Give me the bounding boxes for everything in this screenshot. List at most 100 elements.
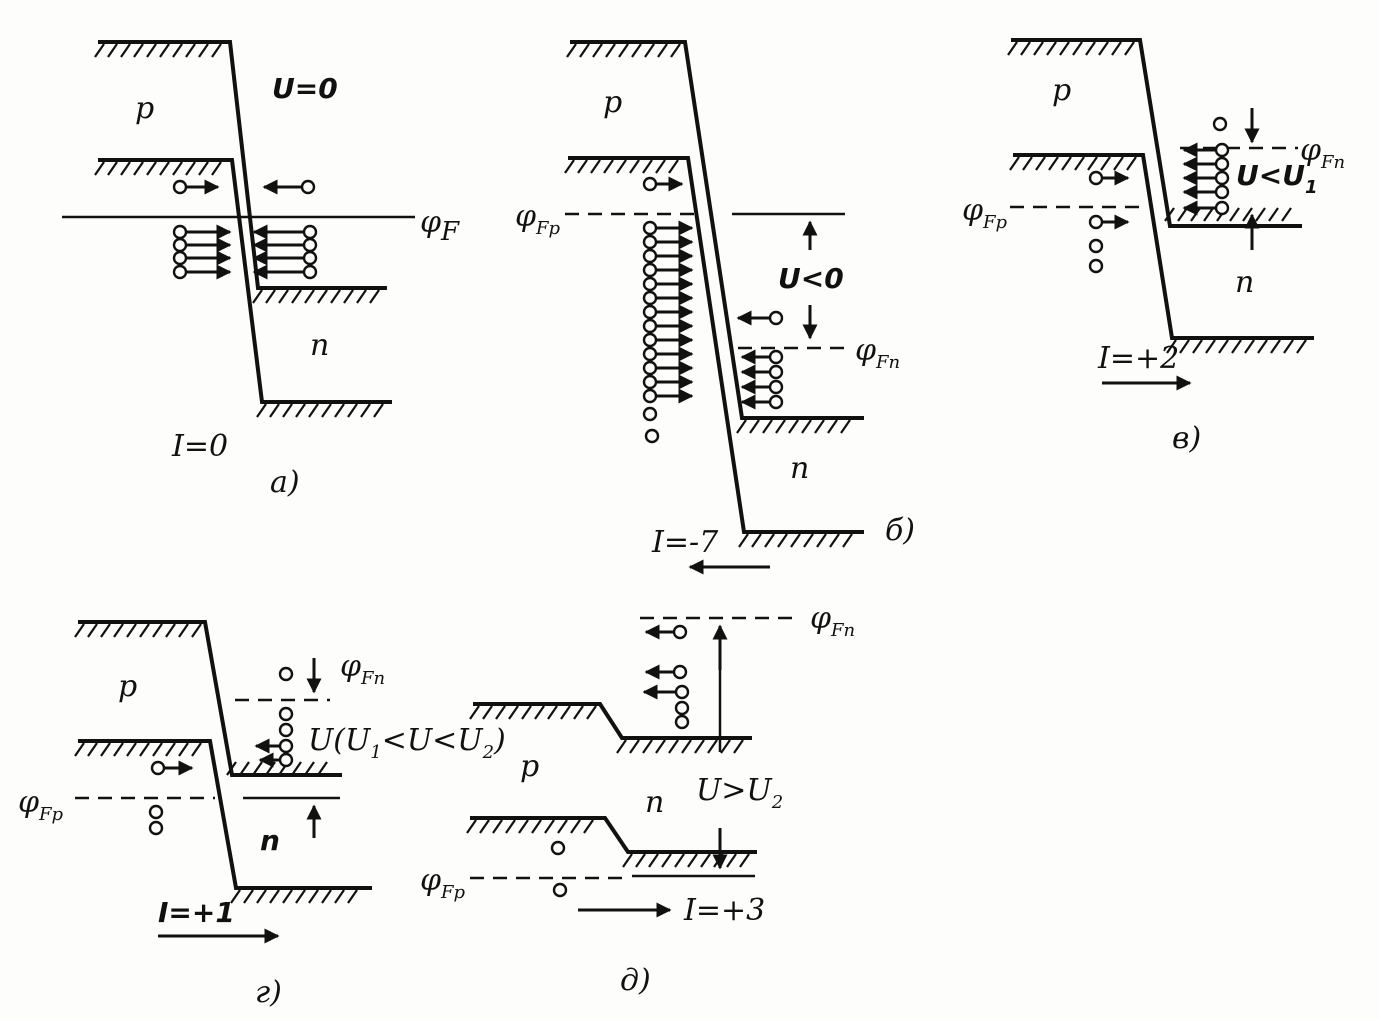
n-region-label: n	[645, 785, 664, 820]
carrier-hole	[768, 379, 784, 395]
hatch-mark	[94, 161, 105, 176]
hatch-mark	[1022, 156, 1033, 171]
fermi-n-label: φFn	[1300, 133, 1345, 173]
carrier-hole	[172, 237, 188, 253]
carrier-hole	[302, 264, 318, 280]
carrier-hole	[278, 752, 294, 768]
hatch-mark	[1296, 339, 1307, 354]
carrier-hole	[300, 179, 316, 195]
hatch-mark	[1059, 41, 1070, 56]
u-subscript: 2	[771, 792, 783, 813]
hatching	[94, 43, 384, 418]
hatch-mark	[165, 623, 176, 638]
hatch-mark	[1231, 339, 1242, 354]
u-text: U	[308, 723, 335, 758]
hatch-mark	[1074, 156, 1085, 171]
fermi-subscript: F	[440, 217, 460, 247]
n-region-label: n	[790, 451, 809, 486]
carrier-hole	[148, 804, 164, 820]
p-region-label: p	[135, 91, 154, 126]
carriers-left	[148, 760, 194, 836]
carriers-left	[642, 176, 694, 444]
carrier-hole	[1214, 156, 1230, 172]
hatch-mark	[642, 739, 653, 754]
hatch-mark	[1255, 207, 1266, 222]
hatch-mark	[239, 761, 250, 776]
hatch-mark	[764, 533, 775, 548]
hatch-mark	[801, 419, 812, 434]
hatch-mark	[198, 43, 209, 58]
hatch-mark	[629, 159, 640, 174]
hatch-mark	[120, 43, 131, 58]
hatch-mark	[347, 403, 358, 418]
hatch-mark	[1111, 41, 1122, 56]
fermi-n-label: φFn	[810, 601, 855, 641]
fermi-n-label: φFn	[855, 333, 900, 373]
current-label: I=+2	[1097, 341, 1179, 376]
hatch-mark	[185, 161, 196, 176]
hatch-mark	[356, 289, 367, 304]
hatch-mark	[466, 819, 477, 834]
hatch-mark	[1048, 156, 1059, 171]
hatch-mark	[631, 43, 642, 58]
fermi-p-label: φFp	[962, 193, 1008, 233]
phi-subscript: Fn	[830, 620, 855, 641]
hatch-mark	[256, 403, 267, 418]
hatch-mark	[120, 161, 131, 176]
hatch-mark	[775, 419, 786, 434]
hatch-mark	[146, 43, 157, 58]
hatch-mark	[269, 889, 280, 904]
fermi-symbol: φ	[420, 205, 441, 240]
phi-symbol: φ	[340, 649, 361, 684]
hatch-mark	[521, 705, 532, 720]
hatch-mark	[133, 43, 144, 58]
valence-band-edge	[98, 158, 392, 404]
panel-d: p n U(U1<U<U2) φFp φFn I=+1 г)	[18, 620, 506, 1010]
hatch-mark	[642, 159, 653, 174]
hatch-mark	[668, 159, 679, 174]
hatch-mark	[373, 403, 384, 418]
conduction-band-edge	[1011, 38, 1302, 228]
voltage-label: U(U1<U<U2)	[308, 723, 506, 763]
hatch-mark	[321, 403, 332, 418]
hatch-mark	[146, 161, 157, 176]
u-text: U>U	[696, 773, 773, 808]
panel-b: p n U<0 φFp φFn I=-7 б)	[515, 40, 915, 575]
fermi-p-label: φFp	[515, 199, 561, 239]
hatch-mark	[508, 705, 519, 720]
hatch-mark	[139, 623, 150, 638]
hatch-mark	[560, 705, 571, 720]
hatch-mark	[74, 742, 85, 757]
hatch-mark	[547, 705, 558, 720]
carrier-hole	[642, 346, 658, 362]
carrier-hole	[642, 248, 658, 264]
cond-mid: <U<U	[382, 723, 485, 758]
hatch-mark	[495, 705, 506, 720]
hatch-mark	[304, 289, 315, 304]
hatch-mark	[1098, 41, 1109, 56]
hatch-mark	[618, 43, 629, 58]
hatch-mark	[1257, 339, 1268, 354]
hatch-mark	[566, 43, 577, 58]
conduction-band-edge	[78, 620, 342, 777]
phi-subscript: Fp	[440, 882, 465, 903]
carrier-hole	[150, 760, 166, 776]
hatch-mark	[655, 739, 666, 754]
hatch-mark	[308, 403, 319, 418]
carrier-hole	[302, 250, 318, 266]
voltage-label: U<0	[778, 262, 844, 295]
hatch-mark	[668, 739, 679, 754]
carrier-hole	[642, 360, 658, 376]
hatch-mark	[1033, 41, 1044, 56]
hatch-mark	[534, 705, 545, 720]
hatch-mark	[159, 43, 170, 58]
hatch-mark	[369, 289, 380, 304]
hatch-mark	[230, 889, 241, 904]
hatch-mark	[159, 161, 170, 176]
hatch-mark	[814, 419, 825, 434]
hatch-mark	[531, 819, 542, 834]
hatch-mark	[265, 289, 276, 304]
hatch-mark	[172, 161, 183, 176]
current-label: I=+3	[683, 893, 765, 928]
carrier-hole	[672, 624, 688, 640]
